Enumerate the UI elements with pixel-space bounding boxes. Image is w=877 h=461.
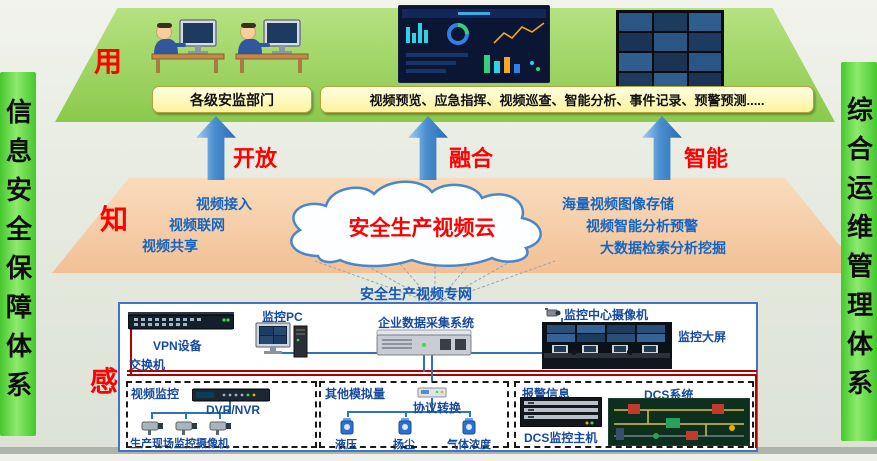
camera-drop-2 <box>185 412 187 419</box>
pc-device <box>255 322 308 358</box>
camera-drop-3 <box>219 412 221 419</box>
protocol-converter-device <box>417 387 447 398</box>
protocol-converter-label: 协议转换 <box>413 401 462 415</box>
switch-label: 交换机 <box>129 358 166 372</box>
switch-device <box>128 312 234 330</box>
capability-video-network: 视频联网 <box>169 217 225 233</box>
capability-video-share: 视频共享 <box>142 238 198 254</box>
sensor-drop-2 <box>405 411 407 417</box>
arrow-open <box>196 116 236 180</box>
arrow-label-fusion: 融合 <box>449 146 494 171</box>
video-group-title: 视频监控 <box>131 387 180 401</box>
camera-drop-1 <box>151 412 153 419</box>
dvr-drop-line <box>229 401 231 413</box>
arrow-fusion <box>408 116 448 180</box>
red-bus-line-1 <box>127 370 757 372</box>
tag-sense: 感 <box>90 366 119 397</box>
private-network-label: 安全生产视频专网 <box>360 286 472 302</box>
tag-know: 知 <box>100 204 129 235</box>
capability-bigdata: 大数据检索分析挖掘 <box>600 240 726 256</box>
blue-link-daq-bus <box>423 354 425 372</box>
camera-bus-line <box>151 412 231 414</box>
functions-box: 视频预览、应急指挥、视频巡查、智能分析、事件记录、预警预测..... <box>320 86 814 113</box>
arrow-label-open: 开放 <box>233 146 278 171</box>
video-cloud: 安全生产视频云 <box>290 180 542 268</box>
capability-video-access: 视频接入 <box>196 196 252 212</box>
vpn-label: VPN设备 <box>153 339 202 353</box>
red-bus-right-drop <box>755 374 757 448</box>
dcs-host-device <box>520 397 602 427</box>
analog-group-box: 其他模拟量 协议转换 液压 扬尘 气体浓度 <box>319 381 509 451</box>
control-room-illustration <box>542 322 672 369</box>
capability-ai-analysis: 视频智能分析预警 <box>586 218 698 234</box>
sensor-label-gas: 气体浓度 <box>447 439 491 451</box>
sensor-label-hydraulic: 液压 <box>335 439 357 451</box>
alarm-group-box: 报警信息 DCS监控主机 DCS系统 <box>514 381 754 448</box>
center-camera-label: 监控中心摄像机 <box>564 308 649 322</box>
analog-group-title: 其他模拟量 <box>325 387 386 401</box>
converter-drop-line <box>431 398 433 411</box>
daq-device <box>376 329 472 356</box>
tag-use: 用 <box>94 46 123 77</box>
sensor-bus-line <box>347 411 471 413</box>
sidebar-operations: 综合运维管理体系 <box>841 62 877 441</box>
site-camera-icon-3 <box>209 421 231 435</box>
dcs-host-label: DCS监控主机 <box>524 431 598 445</box>
sensor-icon-hydraulic <box>340 418 354 435</box>
sensor-drop-3 <box>469 411 471 417</box>
cloud-title: 安全生产视频云 <box>349 216 496 240</box>
capability-storage: 海量视频图像存储 <box>562 196 674 212</box>
red-bus-line-2 <box>127 374 757 376</box>
dashboard-illustration <box>398 5 550 83</box>
network-fan-lines <box>314 258 556 305</box>
center-camera-icon <box>545 308 561 317</box>
sensor-label-dust: 扬尘 <box>393 439 415 451</box>
sensor-icon-dust <box>398 418 412 435</box>
red-bus-left-drop <box>130 328 132 374</box>
sidebar-info-security: 信息安全保障体系 <box>0 72 36 436</box>
pc-label: 监控PC <box>262 310 303 324</box>
dvr-device <box>192 388 270 402</box>
arrow-intelligent <box>642 116 682 180</box>
blue-link-converter <box>431 354 433 384</box>
sensor-icon-gas <box>462 418 476 435</box>
daq-label: 企业数据采集系统 <box>378 316 475 330</box>
sensor-drop-1 <box>347 411 349 417</box>
site-camera-icon-2 <box>175 421 197 435</box>
arrow-label-intelligent: 智能 <box>684 146 729 171</box>
sensing-panel: VPN设备 交换机 监控PC 企业数据采集系统 <box>118 302 758 452</box>
big-screen-label: 监控大屏 <box>678 330 727 344</box>
dcs-system-illustration <box>608 398 750 446</box>
operators-illustration <box>151 19 309 73</box>
bottom-light-strip <box>0 454 877 461</box>
dvr-label: DVR/NVR <box>206 403 261 417</box>
dept-box: 各级安监部门 <box>152 86 312 113</box>
site-cameras-label: 生产现场监控摄像机 <box>130 438 229 450</box>
site-camera-icon-1 <box>141 421 163 435</box>
videowall-illustration <box>616 10 724 102</box>
video-group-box: 视频监控 DVR/NVR 生产现场监控摄像机 <box>126 381 317 450</box>
